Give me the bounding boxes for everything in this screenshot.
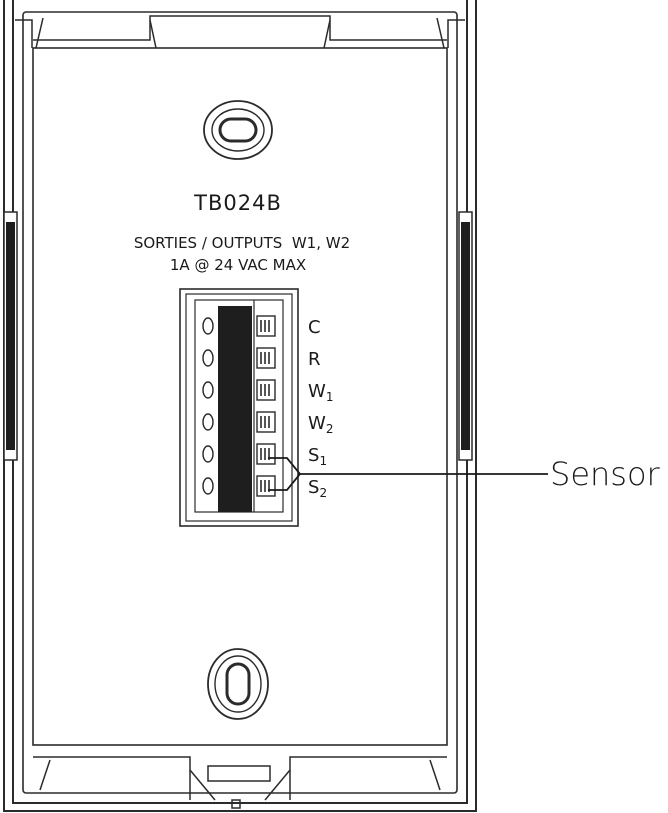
- terminal-label-w2: W2: [308, 413, 333, 436]
- terminal-screw-3: [202, 381, 214, 399]
- terminal-clamp-6: [256, 475, 276, 497]
- terminal-screw-6: [202, 477, 214, 495]
- terminal-label-s2: S2: [308, 477, 327, 500]
- mounting-hole-bottom: [207, 648, 269, 720]
- terminal-label-s1: S1: [308, 445, 327, 468]
- terminal-clamp-5: [256, 443, 276, 465]
- terminal-screw-1: [202, 317, 214, 335]
- terminal-screw-4: [202, 413, 214, 431]
- bottom-details: [33, 756, 447, 809]
- terminal-clamp-3: [256, 379, 276, 401]
- terminal-label-r: R: [308, 349, 321, 370]
- terminal-screw-5: [202, 445, 214, 463]
- terminal-label-w1: W1: [308, 381, 333, 404]
- sensor-callout-label: Sensor: [550, 455, 661, 493]
- terminal-clamp-4: [256, 411, 276, 433]
- terminal-clamp-1: [256, 315, 276, 337]
- rating-label: 1A @ 24 VAC MAX: [170, 256, 306, 274]
- terminal-clamp-2: [256, 347, 276, 369]
- mounting-hole-top: [203, 100, 273, 160]
- terminal-label-c: C: [308, 317, 321, 338]
- side-grips: [3, 211, 473, 461]
- outputs-label: SORTIES / OUTPUTS W1, W2: [134, 234, 350, 252]
- terminal-screw-2: [202, 349, 214, 367]
- sensor-callout: [268, 457, 548, 491]
- terminal-block: [179, 288, 299, 527]
- model-label: TB024B: [193, 191, 282, 215]
- top-clips: [15, 15, 465, 49]
